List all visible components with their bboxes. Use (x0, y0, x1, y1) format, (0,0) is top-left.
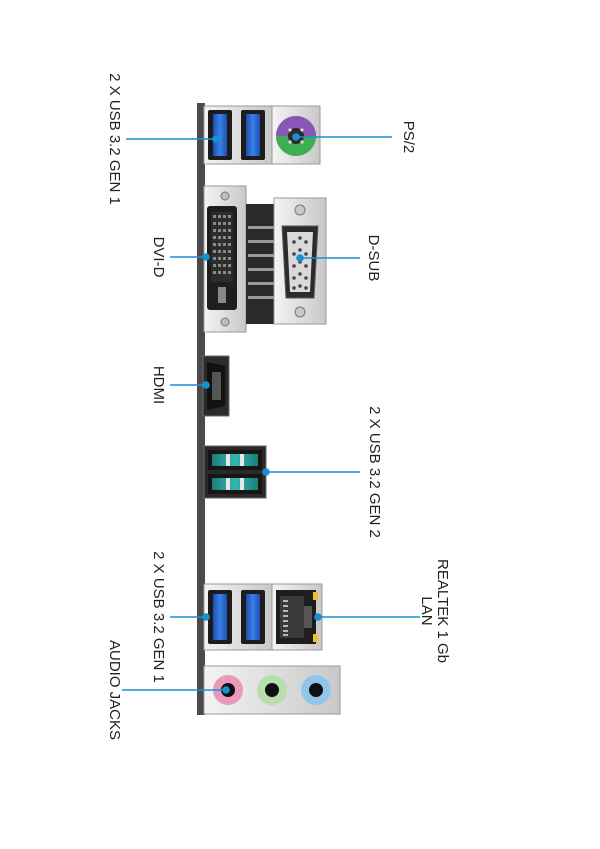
label-ps2: PS/2 (399, 120, 417, 154)
dvi-vga-bracket (246, 204, 274, 324)
label-audio: AUDIO JACKS (105, 639, 123, 741)
label-usb-gen2: 2 X USB 3.2 GEN 2 (365, 406, 383, 538)
label-dsub: D-SUB (364, 234, 382, 282)
label-lan-line1: REALTEK 1 Gb (433, 559, 451, 663)
usb-gen2-pair (203, 445, 267, 499)
label-hdmi: HDMI (149, 365, 167, 405)
label-usb-bottom: 2 X USB 3.2 GEN 1 (149, 551, 167, 683)
usb-gen1-bottom-pair (203, 583, 273, 651)
backplate (197, 103, 205, 715)
usb-gen1-top-pair (203, 105, 273, 165)
hdmi-port (202, 355, 230, 417)
dvi-d-port (203, 185, 247, 333)
lan-port (271, 583, 323, 651)
label-usb-top: 2 X USB 3.2 GEN 1 (105, 73, 123, 205)
leader-lines (122, 133, 420, 694)
label-lan-line2: LAN (418, 596, 435, 626)
label-dvi: DVI-D (149, 236, 167, 278)
label-lan: REALTEK 1 Gb LAN (418, 559, 451, 663)
